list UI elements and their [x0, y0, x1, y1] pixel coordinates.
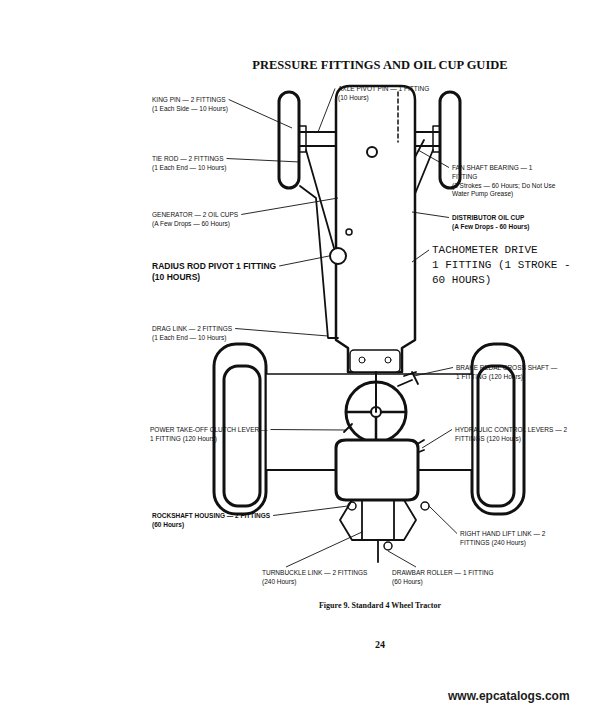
hood [336, 86, 415, 372]
callout-group: DRAG LINK — 2 FITTINGS(1 Each End — 10 H… [152, 325, 262, 343]
callout-group: KING PIN — 2 FITTINGS(1 Each Side — 10 H… [152, 96, 262, 114]
drawbar-roller [384, 542, 392, 550]
callout-group: GENERATOR — 2 OIL CUPS(A Few Drops — 60 … [152, 211, 262, 229]
callout-label: GENERATOR — 2 OIL CUPS [152, 211, 262, 220]
callout-label: (10 HOURS) [152, 272, 302, 283]
callout-group: POWER TAKE-OFF CLUTCH LEVER — 1 FITTING(… [150, 426, 271, 444]
leader-line [227, 159, 300, 163]
callout-label: (1 Each Side — 10 Hours) [152, 105, 262, 114]
callout-group: FAN SHAFT BEARING — 1 FITTING(2 Strokes … [452, 164, 556, 199]
callout-label: FAN SHAFT BEARING — 1 FITTING [452, 164, 556, 182]
rear-tire [224, 366, 260, 506]
callout-label: (2 Strokes — 60 Hours; Do Not Use Water … [452, 182, 556, 200]
seat [336, 440, 418, 500]
leader-line [279, 256, 329, 266]
tractor-outline [214, 86, 524, 562]
leader-line [241, 198, 338, 215]
page-number-group: 24 [375, 638, 405, 652]
callout-label: KING PIN — 2 FITTINGS [152, 96, 262, 105]
callout-group: RIGHT HAND LIFT LINK — 2 FITTINGS(240 Ho… [460, 530, 550, 548]
rockshaft-fitting [348, 502, 356, 510]
steering-hub [371, 407, 381, 417]
lift-link-fitting [421, 502, 429, 510]
callout-group: RADIUS ROD PIVOT 1 FITTING(10 HOURS) [152, 261, 302, 284]
callout-group: TIE ROD — 2 FITTINGS(1 Each End — 10 Hou… [152, 155, 262, 173]
page-number: 24 [375, 638, 405, 652]
callout-label: TIE ROD — 2 FITTINGS [152, 155, 262, 164]
callout-label: (1 Each End — 10 Hours) [152, 164, 262, 173]
callout-label: TACHOMETER DRIVE [432, 243, 582, 258]
leader-line [412, 250, 429, 262]
callout-label: (120 Hours) [183, 435, 217, 442]
radius-rod-pivot [330, 248, 346, 264]
steering-wheel [346, 382, 406, 442]
callout-group: DRAWBAR ROLLER — 1 FITTING(60 Hours) [392, 569, 502, 587]
leader-line [286, 532, 362, 567]
callout-label: (A Few Drops — 60 Hours) [152, 220, 262, 229]
steering-spoke [347, 412, 405, 441]
callout-label: DRAWBAR ROLLER — 1 FITTING [392, 569, 502, 578]
callout-label: DRAG LINK — 2 FITTINGS [152, 325, 262, 334]
leader-lines [227, 89, 457, 568]
hidden-line [397, 92, 399, 142]
leader-line [412, 212, 449, 218]
hitch [340, 500, 416, 562]
callout-label: (120 Hours) [489, 373, 523, 380]
leader-line [271, 429, 347, 431]
callout-label: (240 Hours) [492, 539, 526, 546]
callout-label: 1 FITTING (1 STROKE - 60 HOURS) [432, 258, 582, 288]
generator-cup [346, 229, 352, 235]
dash-panel [350, 350, 400, 372]
grille-cap [367, 147, 377, 157]
callout-group: AXLE PIVOT PIN — 1 FITTING(10 Hours) [338, 85, 458, 103]
drag-link [300, 186, 338, 338]
callout-label: RADIUS ROD PIVOT 1 FITTING [152, 261, 302, 272]
watermark-group: www.epcatalogs.com [448, 688, 586, 704]
leader-line [429, 506, 457, 534]
callout-label: AXLE PIVOT PIN — 1 FITTING [338, 85, 458, 94]
leader-line [229, 100, 292, 129]
callout-label: (10 Hours) [338, 94, 458, 103]
callout-label: (60 Hours) [392, 578, 502, 587]
callout-label: ROCKSHAFT HOUSING — 2 FITTINGS [152, 512, 292, 521]
gauge [359, 357, 365, 363]
leader-line [422, 430, 452, 449]
callout-label: TURNBUCKLE LINK — 2 FITTINGS [262, 569, 382, 578]
callout-group: DISTRIBUTOR OIL CUP(A Few Drops - 60 Hou… [452, 214, 572, 232]
callout-label: (120 Hours) [487, 435, 521, 442]
callout-label: (60 Hours) [152, 521, 292, 530]
callout-label: (240 Hours) [262, 578, 382, 587]
callout-label: (1 Each End — 10 Hours) [152, 334, 262, 343]
figure-caption: Figure 9. Standard 4 Wheel Tractor [319, 601, 441, 611]
watermark: www.epcatalogs.com [448, 688, 586, 704]
page-title: PRESSURE FITTINGS AND OIL CUP GUIDE [252, 58, 507, 74]
callout-group: TACHOMETER DRIVE1 FITTING (1 STROKE - 60… [432, 243, 582, 288]
callout-label: (A Few Drops - 60 Hours) [452, 223, 572, 232]
callout-group: TURNBUCKLE LINK — 2 FITTINGS(240 Hours) [262, 569, 382, 587]
leader-line [414, 368, 453, 377]
callout-group: ROCKSHAFT HOUSING — 2 FITTINGS(60 Hours) [152, 512, 292, 530]
leader-line [273, 506, 348, 516]
leader-line [318, 89, 335, 133]
callout-group: HYDRAULIC CONTROL LEVERS — 2 FITTINGS(12… [455, 426, 569, 444]
front-tire [279, 92, 299, 188]
callout-label: DISTRIBUTOR OIL CUP [452, 214, 572, 223]
leader-line [418, 150, 449, 168]
leader-line [388, 551, 416, 567]
callout-group: BRAKE PEDAL CROSS SHAFT — 1 FITTING(120 … [456, 364, 559, 382]
gauge [385, 357, 391, 363]
leader-line [235, 329, 328, 337]
